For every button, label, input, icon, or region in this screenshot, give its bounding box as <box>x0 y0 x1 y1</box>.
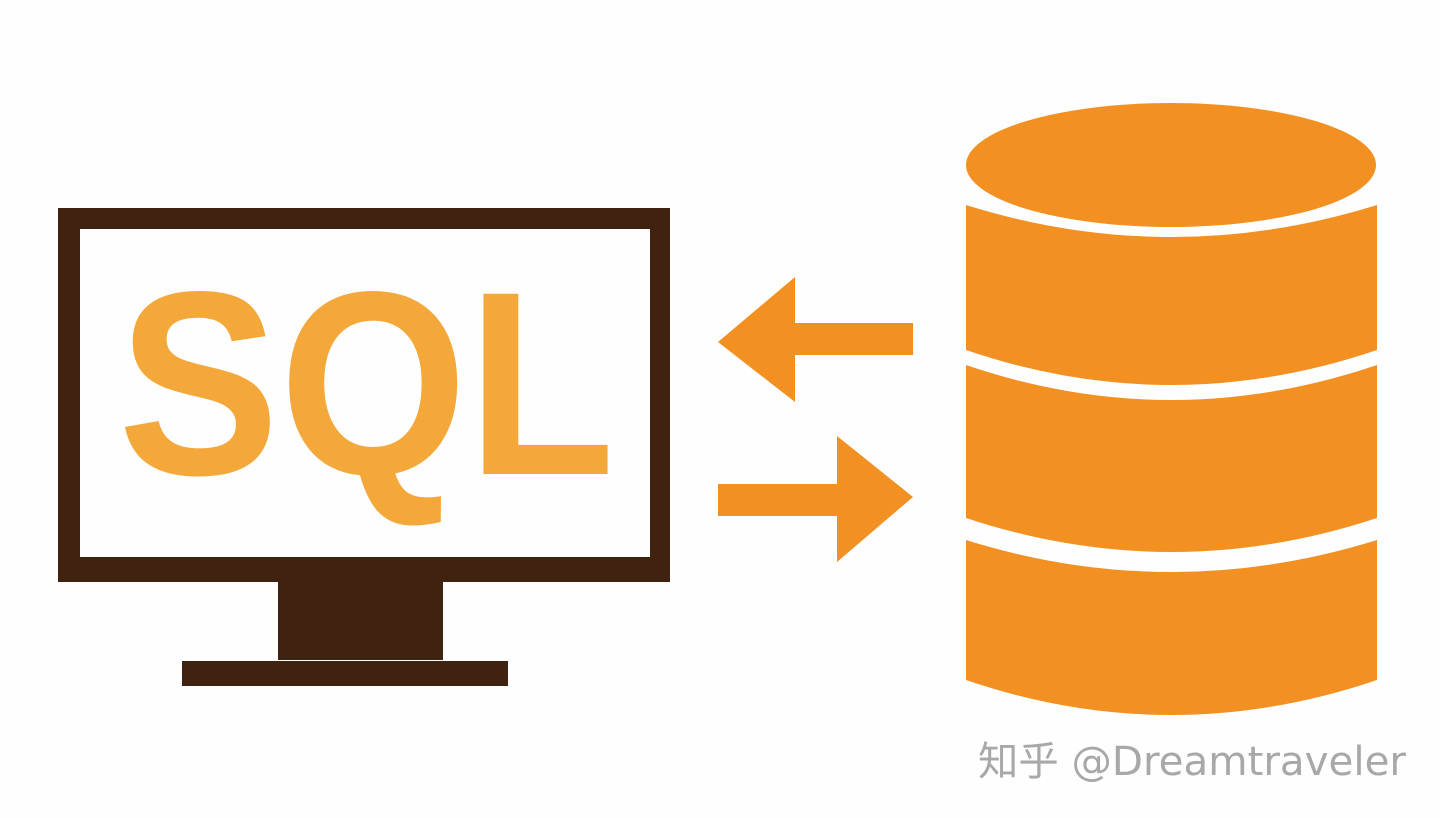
monitor-icon: SQL <box>58 208 670 686</box>
database-segment-1 <box>966 205 1377 385</box>
monitor-neck <box>278 580 443 660</box>
sql-label: SQL <box>118 237 615 530</box>
monitor-screen <box>80 229 650 557</box>
database-icon <box>966 103 1377 715</box>
watermark: 知乎 @Dreamtraveler <box>978 739 1407 785</box>
arrow-right-icon <box>718 436 913 562</box>
database-segment-3 <box>966 540 1377 715</box>
monitor-base <box>182 661 508 686</box>
database-top <box>966 103 1376 227</box>
database-segment-2 <box>966 365 1377 552</box>
arrow-left-icon <box>718 277 913 402</box>
